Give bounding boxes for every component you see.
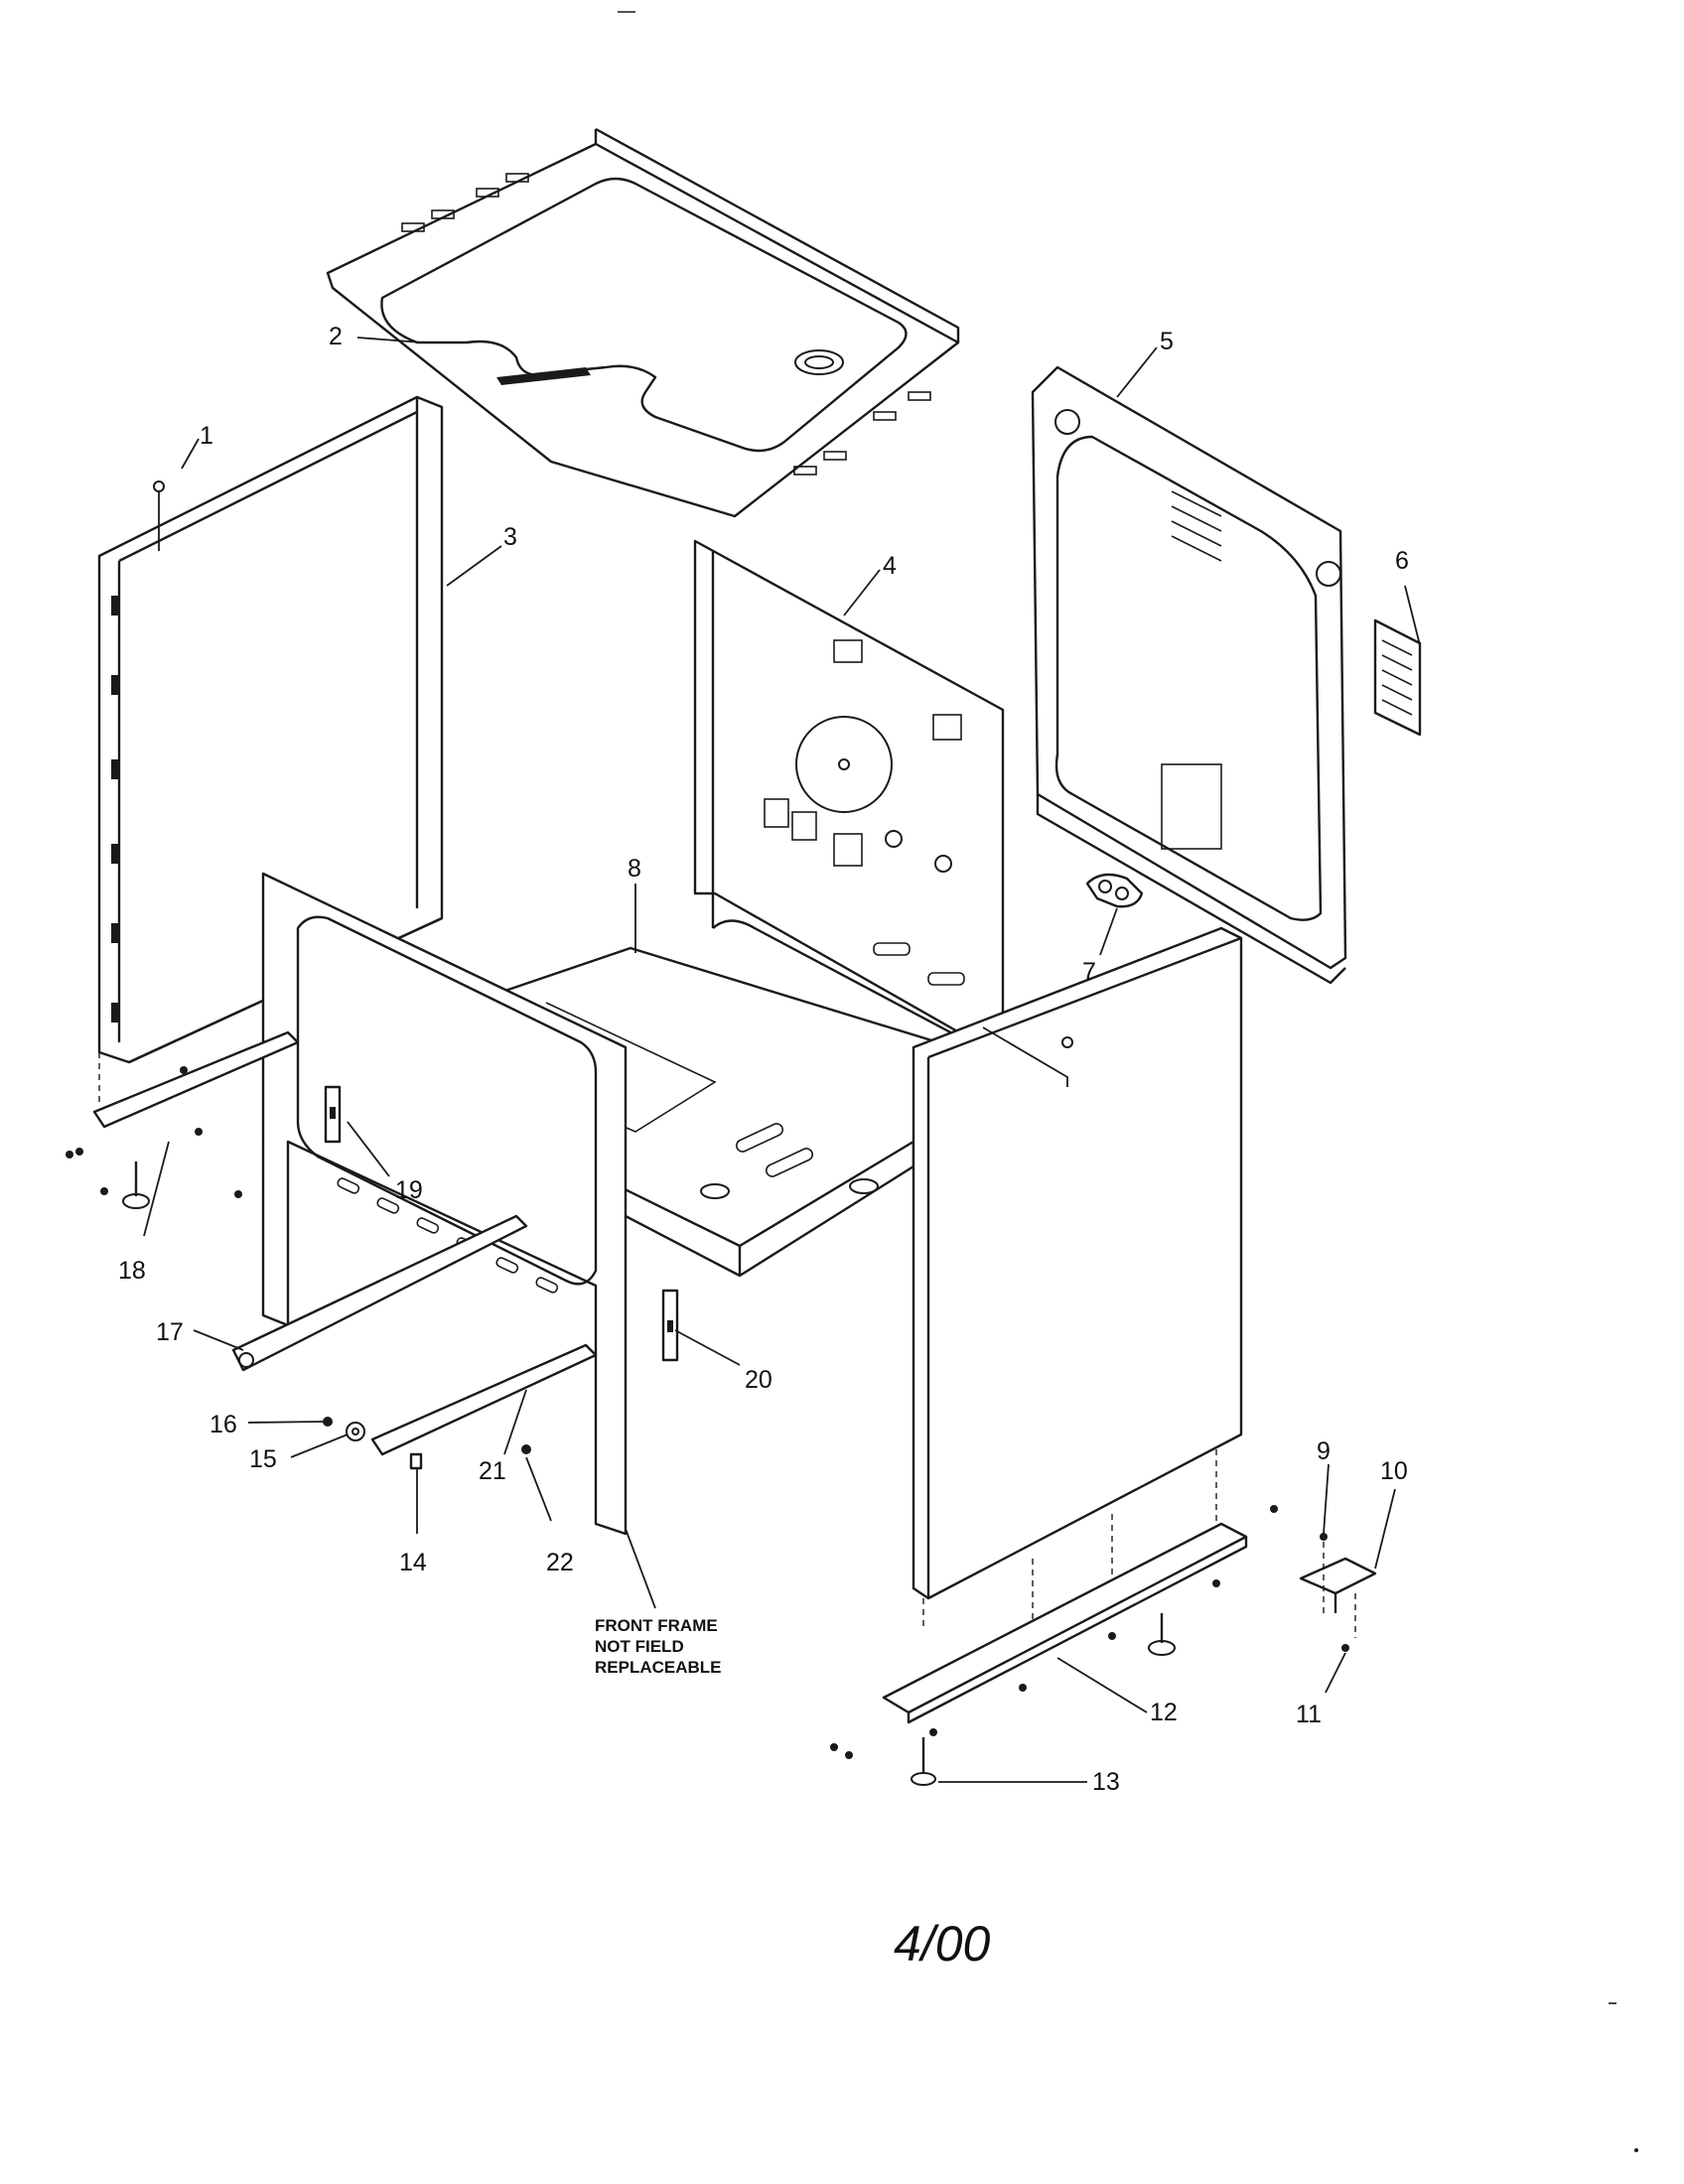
callout-19: 19	[395, 1176, 423, 1204]
leader-lines	[143, 337, 1421, 1783]
note-line-2: NOT FIELD	[595, 1637, 684, 1656]
callout-12: 12	[1150, 1699, 1178, 1726]
callout-17: 17	[156, 1318, 184, 1346]
callout-7: 7	[1082, 958, 1096, 986]
callout-5: 5	[1160, 328, 1174, 355]
back-cover	[1031, 365, 1347, 985]
screw-16	[323, 1417, 333, 1427]
callout-6: 6	[1395, 547, 1409, 575]
callout-1: 1	[200, 422, 213, 450]
screw-top-left	[153, 480, 165, 551]
note-line-1: FRONT FRAME	[595, 1616, 718, 1635]
right-base-rail	[830, 1505, 1278, 1759]
cross-rail	[231, 1214, 528, 1372]
callout-18: 18	[118, 1257, 146, 1285]
front-frame	[261, 872, 628, 1536]
callout-labels: 1 2 3 4 5 6 7 8 9 10 11 12 13 14 15 16 1…	[118, 323, 1409, 1796]
vent-grille	[1373, 618, 1422, 737]
callout-8: 8	[628, 855, 641, 883]
revision-date: 4/00	[894, 1916, 991, 1972]
callout-10: 10	[1380, 1457, 1408, 1485]
callout-22: 22	[546, 1549, 574, 1576]
callout-21: 21	[479, 1457, 506, 1485]
callout-4: 4	[883, 552, 897, 580]
callout-2: 2	[329, 323, 343, 350]
callout-3: 3	[503, 523, 517, 551]
screw-22	[521, 1444, 531, 1454]
leveling-leg	[911, 1737, 936, 1786]
clip-14	[409, 1452, 423, 1470]
spacer	[346, 1422, 365, 1441]
callout-16: 16	[210, 1411, 237, 1438]
right-hinge-bracket	[661, 1289, 679, 1362]
callout-15: 15	[249, 1445, 277, 1473]
callout-14: 14	[399, 1549, 427, 1576]
left-hinge-bracket	[324, 1085, 342, 1144]
callout-20: 20	[745, 1366, 772, 1394]
back-panel	[693, 539, 1005, 1059]
right-side-panel	[912, 926, 1243, 1628]
callout-9: 9	[1317, 1437, 1331, 1465]
left-base-rail	[66, 1030, 300, 1209]
note-line-3: REPLACEABLE	[595, 1658, 722, 1677]
top-panel	[326, 127, 960, 518]
scan-marks	[618, 11, 1638, 2152]
gasket	[1085, 873, 1144, 908]
callout-11: 11	[1296, 1701, 1322, 1728]
callout-13: 13	[1092, 1768, 1120, 1796]
front-frame-note: FRONT FRAME NOT FIELD REPLACEABLE	[595, 1616, 722, 1677]
anti-tip-bracket	[1299, 1533, 1377, 1652]
lower-rail	[370, 1343, 598, 1456]
